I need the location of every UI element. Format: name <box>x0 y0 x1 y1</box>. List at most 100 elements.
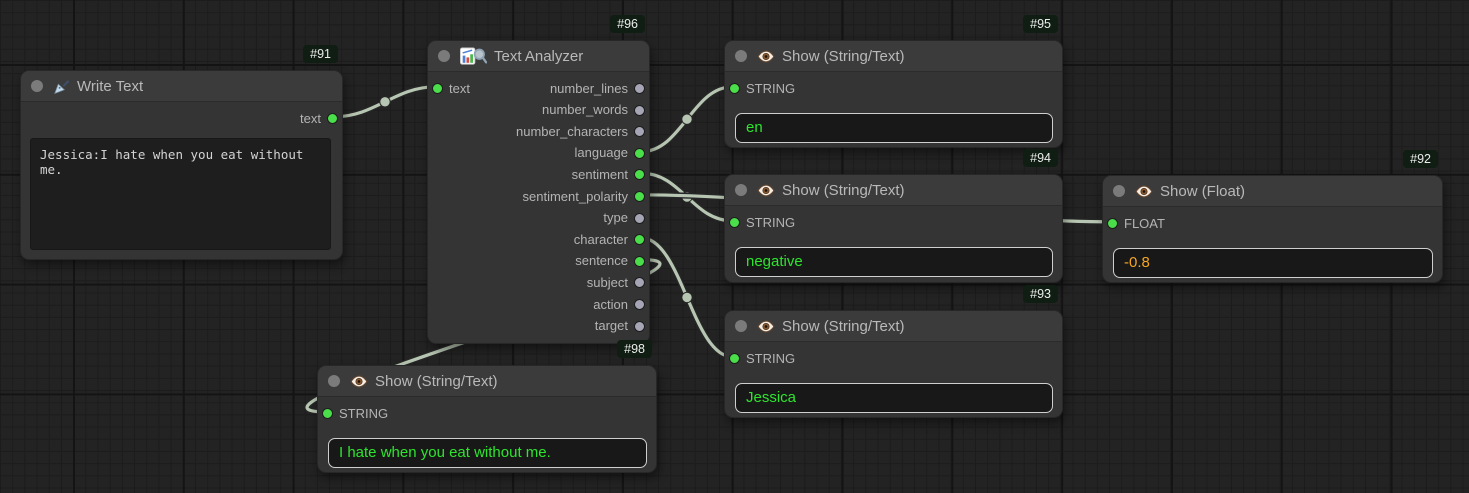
node-93-badge: #93 <box>1023 285 1058 303</box>
node-title-bar[interactable]: Text Analyzer <box>428 41 649 72</box>
sentiment-polarity-output-label: sentiment_polarity <box>522 188 629 204</box>
string-input-port[interactable] <box>729 83 740 94</box>
node-title-bar[interactable]: Show (Float) <box>1103 176 1442 207</box>
string-input-port[interactable] <box>322 408 333 419</box>
port-row: sentiment <box>428 163 649 185</box>
node-title: Show (String/Text) <box>375 372 498 390</box>
node-title: Show (Float) <box>1160 182 1246 200</box>
string-input-port[interactable] <box>729 353 740 364</box>
character-output-label: character <box>573 231 628 247</box>
target-output-label: target <box>594 318 628 334</box>
string-input-port[interactable] <box>729 217 740 228</box>
node-title-bar[interactable]: Show (String/Text) <box>725 175 1062 206</box>
string-input-label: STRING <box>746 80 796 96</box>
node-title: Text Analyzer <box>494 47 584 65</box>
text-output-label: text <box>300 110 321 126</box>
action-output-port[interactable] <box>634 299 645 310</box>
link-midpoint-dot <box>681 291 693 304</box>
text-input-port[interactable] <box>432 83 443 94</box>
link-sentiment-to-node-94 <box>641 170 733 224</box>
node-95-badge: #95 <box>1023 15 1058 33</box>
link-character-to-node-93 <box>641 235 733 360</box>
eye-icon <box>757 320 775 333</box>
subject-output-port[interactable] <box>634 277 645 289</box>
language-output-port[interactable] <box>634 147 645 159</box>
port-row: type <box>428 207 649 229</box>
port-row: number_characters <box>428 120 649 142</box>
node-title: Show (String/Text) <box>782 47 905 65</box>
value-display[interactable]: en <box>735 113 1053 143</box>
string-input-label: STRING <box>746 350 796 366</box>
collapse-dot[interactable] <box>735 320 747 332</box>
language-output-label: language <box>574 145 629 161</box>
collapse-dot[interactable] <box>31 80 43 92</box>
action-output-label: action <box>593 296 628 312</box>
collapse-dot[interactable] <box>735 184 747 196</box>
value-display[interactable]: I hate when you eat without me. <box>328 438 647 468</box>
text-output-port[interactable] <box>327 113 338 124</box>
string-input-label: STRING <box>746 214 796 230</box>
sentiment-polarity-output-port[interactable] <box>634 191 645 202</box>
port-row: sentiment_polarity <box>428 185 649 207</box>
port-row: target <box>428 315 649 337</box>
value-display[interactable]: negative <box>735 247 1053 277</box>
eye-icon <box>1135 185 1153 198</box>
text-input-widget[interactable]: Jessica:I hate when you eat without me. <box>30 138 331 250</box>
value-display[interactable]: Jessica <box>735 383 1053 413</box>
node-title-bar[interactable]: Show (String/Text) <box>725 41 1062 72</box>
node-96-badge: #96 <box>610 15 645 33</box>
pen-icon <box>53 78 70 95</box>
collapse-dot[interactable] <box>1113 185 1125 197</box>
number-characters-output-port[interactable] <box>634 126 645 138</box>
collapse-dot[interactable] <box>438 50 450 62</box>
port-row: text <box>21 107 342 129</box>
float-input-label: FLOAT <box>1124 215 1165 231</box>
node-title: Show (String/Text) <box>782 317 905 335</box>
character-output-port[interactable] <box>634 234 645 246</box>
number-words-output-port[interactable] <box>634 104 645 116</box>
collapse-dot[interactable] <box>735 50 747 62</box>
node-title-bar[interactable]: Show (String/Text) <box>318 366 656 397</box>
node-title-bar[interactable]: Show (String/Text) <box>725 311 1062 342</box>
string-input-label: STRING <box>339 405 389 421</box>
type-output-label: type <box>603 210 628 226</box>
float-input-port[interactable] <box>1107 218 1118 229</box>
node-title: Show (String/Text) <box>782 181 905 199</box>
number-characters-output-label: number_characters <box>516 123 628 139</box>
port-row: action <box>428 293 649 315</box>
link-text-to-node-96 <box>334 83 436 120</box>
sentence-output-label: sentence <box>575 253 628 269</box>
node-title-bar[interactable]: Write Text <box>21 71 342 102</box>
sentiment-output-port[interactable] <box>634 169 645 181</box>
node-94-badge: #94 <box>1023 149 1058 167</box>
eye-icon <box>757 50 775 63</box>
eye-icon <box>350 375 368 388</box>
target-output-port[interactable] <box>634 320 645 332</box>
port-row: STRING <box>725 347 1062 369</box>
value-display[interactable]: -0.8 <box>1113 248 1433 278</box>
link-language-to-node-95 <box>641 83 733 155</box>
type-output-port[interactable] <box>634 212 645 224</box>
link-midpoint-dot <box>681 113 693 125</box>
node-92-badge: #92 <box>1403 150 1438 168</box>
port-row: STRING <box>725 77 1062 99</box>
port-row: sentence <box>428 250 649 272</box>
number-lines-output-port[interactable] <box>634 83 645 94</box>
port-row: subject <box>428 271 649 293</box>
collapse-dot[interactable] <box>328 375 340 387</box>
port-row: STRING <box>318 402 656 424</box>
sentiment-output-label: sentiment <box>571 166 628 182</box>
sentence-output-port[interactable] <box>634 255 645 267</box>
port-row: STRING <box>725 211 1062 233</box>
link-midpoint-dot <box>681 191 693 203</box>
node-title: Write Text <box>77 77 144 95</box>
